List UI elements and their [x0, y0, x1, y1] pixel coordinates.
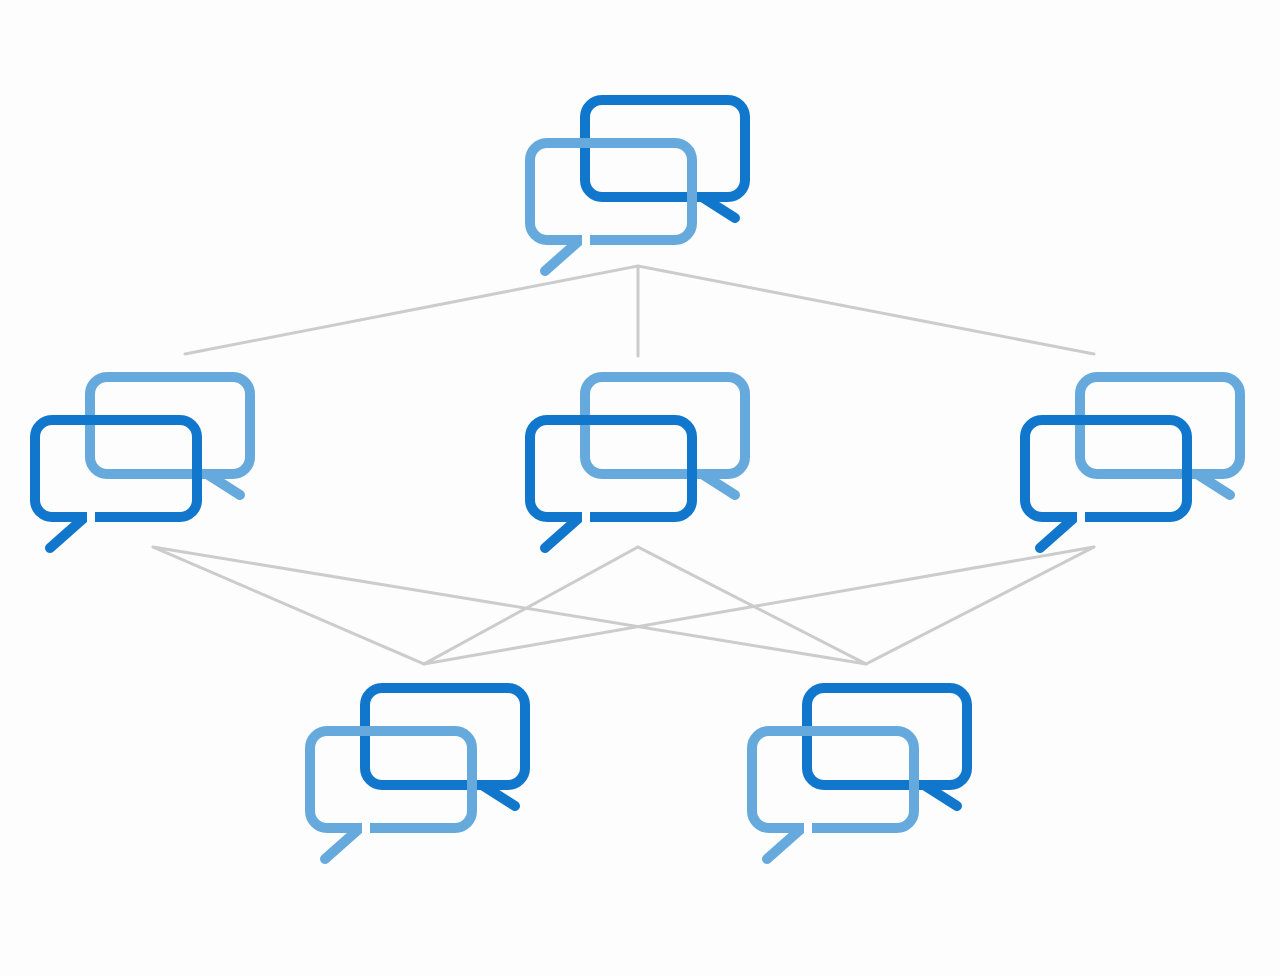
front-bubble	[747, 726, 919, 833]
connector-line-mid-center-to-bottom-left	[422, 545, 640, 666]
back-bubble-tail	[697, 192, 740, 223]
front-bubble-tail	[320, 823, 365, 864]
front-bubble-tail	[540, 235, 585, 276]
connector-lines	[151, 264, 1096, 666]
front-bubble	[305, 726, 477, 833]
connector-line-top-to-mid-left	[183, 264, 640, 356]
back-bubble	[580, 95, 750, 202]
chat-nodes	[30, 95, 1245, 864]
chat-bubbles-icon-mid-left	[30, 372, 255, 553]
back-bubble	[85, 372, 255, 479]
connector-line-mid-left-to-bottom-right	[151, 545, 868, 666]
connector-line-top-to-mid-right	[636, 264, 1096, 356]
front-bubble-tail	[45, 512, 90, 553]
connector-line-mid-right-to-bottom-right	[864, 545, 1096, 666]
chat-bubbles-icon-mid-right	[1020, 372, 1245, 553]
front-bubble-tail	[540, 512, 585, 553]
connector-line-mid-right-to-bottom-left	[422, 545, 1096, 666]
back-bubble	[580, 372, 750, 479]
front-bubble	[525, 415, 697, 522]
chat-bubbles-icon-top	[525, 95, 750, 276]
front-bubble-tail	[762, 823, 807, 864]
front-bubble-tail	[1035, 512, 1080, 553]
back-bubble	[360, 683, 530, 790]
back-bubble	[1075, 372, 1245, 479]
back-bubble-tail	[477, 780, 520, 811]
back-bubble-tail	[1192, 469, 1235, 500]
back-bubble-tail	[919, 780, 962, 811]
front-bubble	[1020, 415, 1192, 522]
back-bubble-tail	[202, 469, 245, 500]
front-bubble	[30, 415, 202, 522]
back-bubble	[802, 683, 972, 790]
back-bubble-tail	[697, 469, 740, 500]
chat-bubbles-icon-bottom-left	[305, 683, 530, 864]
connector-line-mid-left-to-bottom-left	[151, 545, 426, 666]
chat-bubbles-icon-bottom-right	[747, 683, 972, 864]
front-bubble	[525, 138, 697, 245]
chat-bubbles-icon-mid-center	[525, 372, 750, 553]
